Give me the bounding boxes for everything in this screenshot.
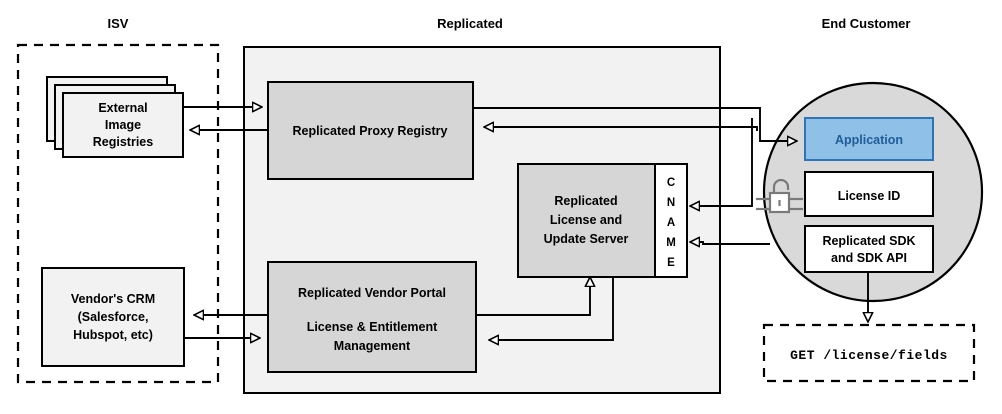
get-license-fields-box bbox=[762, 323, 976, 383]
zone-title-end-customer: End Customer bbox=[822, 16, 911, 31]
unlock-icon-shackle bbox=[772, 178, 790, 193]
license-update-server-label-line1: Replicated bbox=[554, 194, 617, 208]
vendor-crm-label-line3: Hubspot, etc) bbox=[73, 328, 153, 342]
get-license-fields-label: GET /license/fields bbox=[790, 348, 948, 363]
node-get-license-fields[interactable]: GET /license/fields bbox=[762, 323, 976, 383]
replicated-vendor-portal-label-line1: Replicated Vendor Portal bbox=[298, 286, 446, 300]
license-update-server-label-line3: Update Server bbox=[544, 232, 629, 246]
connector-sdk-to-license-server-lower bbox=[690, 242, 770, 244]
replicated-sdk-box bbox=[804, 225, 934, 273]
connector-sdk-to-license-server-upper bbox=[690, 118, 753, 206]
isv-zone-boundary bbox=[16, 43, 220, 384]
replicated-proxy-registry-label: Replicated Proxy Registry bbox=[293, 124, 448, 138]
external-image-registries-label-line2: Image bbox=[105, 118, 141, 132]
license-update-server-label-line2: License and bbox=[550, 213, 622, 227]
node-replicated-vendor-portal[interactable]: Replicated Vendor Portal License & Entit… bbox=[267, 261, 477, 373]
node-external-image-registries[interactable]: External Image Registries bbox=[46, 76, 184, 158]
connector-license-server-to-portal bbox=[489, 277, 614, 340]
replicated-vendor-portal-label-line3: Management bbox=[334, 339, 411, 353]
cname-letter-n: N bbox=[667, 197, 675, 209]
external-image-registries-label-line3: Registries bbox=[93, 135, 153, 149]
registry-stack-front bbox=[62, 92, 184, 158]
node-replicated-sdk[interactable]: Replicated SDK and SDK API bbox=[804, 225, 934, 273]
cname-letter-e: E bbox=[667, 257, 675, 269]
application-box bbox=[804, 117, 934, 161]
external-image-registries-label-line1: External bbox=[98, 101, 147, 115]
unlock-icon bbox=[756, 178, 803, 214]
node-license-id[interactable]: License ID bbox=[804, 171, 934, 217]
node-vendor-crm[interactable]: Vendor's CRM (Salesforce, Hubspot, etc) bbox=[41, 267, 185, 367]
node-application[interactable]: Application bbox=[804, 117, 934, 161]
replicated-vendor-portal-box bbox=[267, 261, 477, 373]
node-replicated-license-and-update-server[interactable]: Replicated License and Update Server bbox=[517, 163, 656, 278]
license-id-box bbox=[804, 171, 934, 217]
cname-strip-box bbox=[654, 163, 688, 278]
vendor-crm-box bbox=[41, 267, 185, 367]
replicated-proxy-registry-box bbox=[267, 81, 474, 180]
license-update-server-box bbox=[517, 163, 656, 278]
cname-letter-m: M bbox=[666, 237, 676, 249]
connector-portal-to-license-server bbox=[476, 277, 590, 316]
replicated-vendor-portal-label-line2: License & Entitlement bbox=[307, 320, 438, 334]
node-cname-strip[interactable]: C N A M E bbox=[654, 163, 688, 278]
replicated-sdk-label-line2: and SDK API bbox=[831, 251, 907, 265]
vendor-crm-label-line1: Vendor's CRM bbox=[71, 292, 155, 306]
cname-letter-a: A bbox=[667, 217, 675, 229]
cname-letter-c: C bbox=[667, 177, 675, 189]
zone-title-isv: ISV bbox=[108, 16, 129, 31]
license-id-label: License ID bbox=[838, 189, 901, 203]
vendor-crm-label-line2: (Salesforce, bbox=[78, 310, 149, 324]
application-label: Application bbox=[835, 133, 903, 147]
replicated-sdk-label-line1: Replicated SDK bbox=[822, 234, 915, 248]
node-replicated-proxy-registry[interactable]: Replicated Proxy Registry bbox=[267, 81, 474, 180]
zone-title-replicated: Replicated bbox=[437, 16, 503, 31]
connector-application-to-proxy bbox=[484, 127, 758, 131]
connector-proxy-to-application bbox=[473, 107, 797, 141]
